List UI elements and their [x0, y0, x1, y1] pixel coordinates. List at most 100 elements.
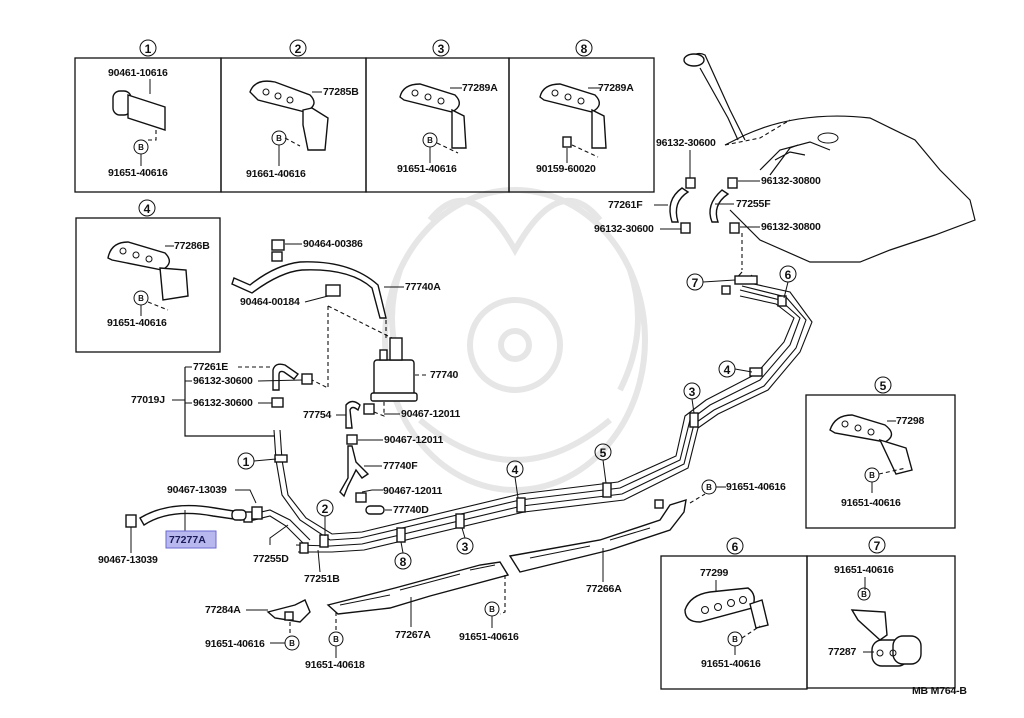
- svg-text:B: B: [289, 639, 295, 648]
- inset-box-6: 6 77299 B 91651-40616: [660, 537, 808, 690]
- svg-text:B: B: [869, 471, 875, 480]
- fuel-tank: [683, 52, 976, 263]
- inset-box-3: 3 77289A B 91651-40616: [365, 39, 510, 193]
- part-label[interactable]: 90461-10616: [108, 67, 168, 79]
- inset-box-8: 8 77289A 90159-60020: [508, 39, 655, 193]
- inset-box-4: 4 77286B B 91651-40616: [75, 199, 221, 353]
- part-label[interactable]: 77261E: [193, 361, 228, 373]
- callout-6: 6: [785, 268, 792, 282]
- clip-icon: [271, 397, 284, 408]
- clip-icon: [301, 373, 313, 385]
- part-label[interactable]: 90467-12011: [383, 485, 443, 497]
- part-label[interactable]: 77754: [303, 409, 332, 421]
- part-label[interactable]: 91651-40616: [397, 163, 457, 175]
- clip-icon: [251, 506, 263, 520]
- clip-icon: [125, 514, 137, 528]
- protector-77267a: [326, 561, 510, 615]
- part-label[interactable]: 90467-13039: [98, 554, 158, 566]
- part-label[interactable]: 91661-40616: [246, 168, 306, 180]
- callout-3: 3: [438, 42, 445, 56]
- part-label[interactable]: 77261F: [608, 199, 643, 211]
- clamp-part: [684, 587, 769, 629]
- callout-2: 2: [295, 42, 302, 56]
- svg-text:B: B: [333, 635, 339, 644]
- part-label[interactable]: 77255F: [736, 198, 771, 210]
- clip-icon: [355, 492, 367, 503]
- callout-6: 6: [732, 540, 739, 554]
- part-label[interactable]: 77266A: [586, 583, 622, 595]
- svg-text:B: B: [427, 136, 433, 145]
- callout-4: 4: [144, 202, 151, 216]
- part-label[interactable]: 90467-12011: [401, 408, 461, 420]
- part-label[interactable]: 91651-40616: [701, 658, 761, 670]
- highlighted-part-label[interactable]: 77277A: [169, 534, 206, 546]
- part-label[interactable]: 90467-12011: [384, 434, 444, 446]
- callout-3: 3: [689, 385, 696, 399]
- screw-icon: [562, 136, 572, 148]
- part-label[interactable]: 96132-30600: [193, 397, 253, 409]
- part-label[interactable]: 96132-30600: [594, 223, 654, 235]
- part-label[interactable]: 96132-30800: [761, 175, 821, 187]
- part-label[interactable]: 90467-13039: [167, 484, 227, 496]
- part-label[interactable]: 90159-60020: [536, 163, 596, 175]
- part-label[interactable]: 91651-40616: [841, 497, 901, 509]
- part-label[interactable]: 91651-40616: [726, 481, 786, 493]
- bolt-icon: [857, 587, 871, 601]
- callout-1: 1: [243, 455, 250, 469]
- part-label[interactable]: 77740F: [383, 460, 418, 472]
- catalog-code: MB M764-B: [912, 685, 967, 697]
- part-label[interactable]: 77255D: [253, 553, 289, 565]
- clip-icon: [363, 403, 375, 415]
- canister-area: 90464-00386 77740A 90464-00184 77740 770…: [131, 238, 461, 516]
- callout-4: 4: [512, 463, 519, 477]
- part-label[interactable]: 77740: [430, 369, 459, 381]
- part-label[interactable]: 77298: [896, 415, 925, 427]
- part-label[interactable]: 77289A: [598, 82, 634, 94]
- part-label[interactable]: 77251B: [304, 573, 340, 585]
- group-label[interactable]: 77019J: [131, 394, 165, 406]
- inset-box-2: 2 77285B B 91661-40616: [220, 39, 367, 193]
- part-label[interactable]: 91651-40618: [305, 659, 365, 671]
- fitting-icon: [721, 285, 731, 295]
- inset-box-1: 1 90461-10616 B 91651-40616: [74, 39, 222, 193]
- svg-text:B: B: [732, 635, 738, 644]
- part-label[interactable]: 96132-30800: [761, 221, 821, 233]
- clip-icon: [685, 177, 696, 189]
- part-label[interactable]: 96132-30600: [193, 375, 253, 387]
- part-label[interactable]: 96132-30600: [656, 137, 716, 149]
- callout-5: 5: [880, 379, 887, 393]
- clamp-part: [399, 83, 467, 149]
- part-label[interactable]: 91651-40616: [834, 564, 894, 576]
- part-label[interactable]: 77740A: [405, 281, 441, 293]
- part-label[interactable]: 91651-40616: [459, 631, 519, 643]
- part-label[interactable]: 77267A: [395, 629, 431, 641]
- part-label[interactable]: 77287: [828, 646, 857, 658]
- fuel-tube-bundle: [243, 271, 813, 554]
- highlighted-part-box[interactable]: [165, 530, 217, 549]
- svg-text:B: B: [138, 294, 144, 303]
- part-label[interactable]: 91651-40616: [205, 638, 265, 650]
- callout-5: 5: [600, 446, 607, 460]
- part-label[interactable]: 77289A: [462, 82, 498, 94]
- part-label[interactable]: 77299: [700, 567, 729, 579]
- svg-text:B: B: [706, 483, 712, 492]
- part-label[interactable]: 77284A: [205, 604, 241, 616]
- clip-icon: [727, 177, 738, 189]
- part-label[interactable]: 91651-40616: [107, 317, 167, 329]
- part-label[interactable]: 91651-40616: [108, 167, 168, 179]
- clip-icon: [680, 222, 691, 234]
- part-label[interactable]: 90464-00184: [240, 296, 300, 308]
- callout-8: 8: [400, 555, 407, 569]
- clip-icon: [729, 222, 740, 234]
- callout-4: 4: [724, 363, 731, 377]
- part-label[interactable]: 77285B: [323, 86, 359, 98]
- tube-callouts: 1 2 8 3 4 5 3 4 6 7: [237, 265, 797, 570]
- part-label[interactable]: 77286B: [174, 240, 210, 252]
- part-label[interactable]: 77740D: [393, 504, 429, 516]
- svg-text:B: B: [861, 590, 867, 599]
- part-label[interactable]: 90464-00386: [303, 238, 363, 250]
- svg-text:B: B: [489, 605, 495, 614]
- charcoal-canister: [370, 337, 418, 402]
- callout-1: 1: [145, 42, 152, 56]
